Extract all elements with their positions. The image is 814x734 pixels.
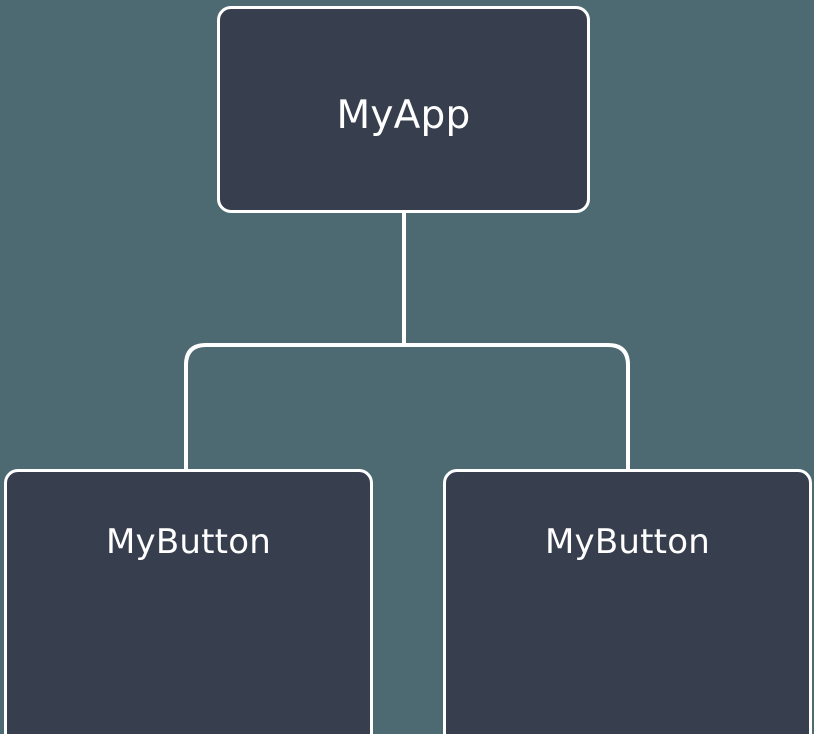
component-node-myapp[interactable]: MyApp xyxy=(217,6,590,213)
component-node-mybutton-right[interactable]: MyButton count 0 xyxy=(443,469,812,734)
connector-children-bus xyxy=(184,343,630,470)
component-node-title: MyButton xyxy=(545,522,710,562)
component-node-mybutton-left[interactable]: MyButton count 1 xyxy=(4,469,373,734)
component-node-title: MyApp xyxy=(336,93,471,138)
component-node-title: MyButton xyxy=(106,522,271,562)
